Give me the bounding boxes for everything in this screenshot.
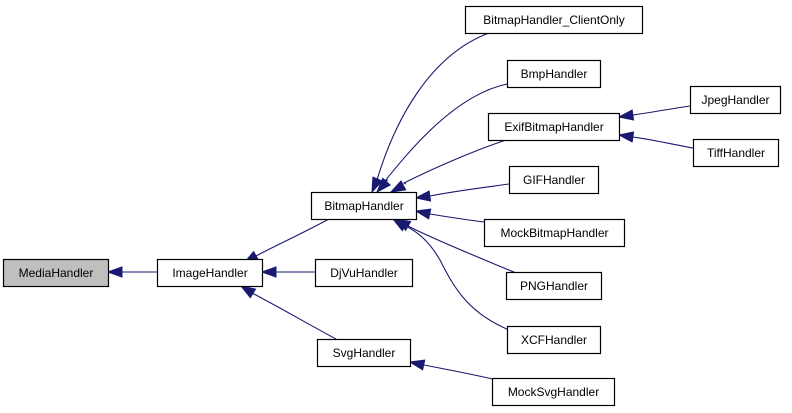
class-node-label: BitmapHandler_ClientOnly bbox=[483, 13, 624, 27]
class-node-tiffhandler[interactable]: TiffHandler bbox=[692, 138, 780, 168]
class-node-jpeghandler[interactable]: JpegHandler bbox=[689, 85, 782, 115]
class-node-exifbitmaphandler[interactable]: ExifBitmapHandler bbox=[487, 112, 621, 142]
class-node-box[interactable] bbox=[316, 338, 412, 368]
class-node-bmphandler[interactable]: BmpHandler bbox=[506, 59, 602, 89]
class-node-label: BmpHandler bbox=[521, 67, 588, 81]
inheritance-arrowhead-icon bbox=[375, 177, 392, 194]
edge-svghandler-to-imagehandler bbox=[239, 285, 337, 340]
edge-line bbox=[402, 139, 507, 185]
class-node-label: TiffHandler bbox=[707, 146, 765, 160]
inheritance-arrowhead-icon bbox=[106, 266, 123, 278]
class-node-djvuhandler[interactable]: DjVuHandler bbox=[314, 258, 414, 288]
inheritance-arrowhead-icon bbox=[414, 190, 432, 202]
class-node-label: XCFHandler bbox=[521, 333, 587, 347]
class-node-box[interactable] bbox=[310, 191, 418, 221]
class-node-box[interactable] bbox=[314, 258, 414, 288]
edge-line bbox=[253, 218, 330, 258]
edge-line bbox=[632, 105, 691, 116]
class-node-box[interactable] bbox=[464, 5, 644, 35]
edge-line bbox=[423, 364, 498, 381]
class-node-box bbox=[2, 258, 110, 288]
nodes-layer: MediaHandler ImageHandler BitmapHandlerDjV… bbox=[2, 5, 782, 407]
class-node-box[interactable] bbox=[508, 165, 600, 195]
edge-jpeghandler-to-exifbitmaphandler bbox=[617, 105, 691, 121]
class-node-label: ExifBitmapHandler bbox=[504, 120, 603, 134]
edge-line bbox=[429, 213, 485, 223]
class-node-box[interactable] bbox=[505, 271, 603, 301]
edge-line bbox=[251, 292, 337, 340]
class-node-box[interactable] bbox=[487, 112, 621, 142]
inheritance-arrowhead-icon bbox=[239, 285, 257, 299]
edge-djvuhandler-to-imagehandler bbox=[260, 266, 315, 278]
class-node-box[interactable] bbox=[156, 258, 264, 288]
inheritance-arrowhead-icon bbox=[617, 109, 635, 121]
inheritance-arrowhead-icon bbox=[260, 266, 277, 278]
edge-bitmaphandler_clientonly-to-bitmaphandler bbox=[371, 32, 490, 194]
class-node-mocksvghandler[interactable]: MockSvgHandler bbox=[491, 377, 616, 407]
edge-gifhandler-to-bitmaphandler bbox=[414, 183, 510, 202]
edge-line bbox=[403, 224, 515, 333]
edge-line bbox=[407, 225, 517, 274]
class-node-mediahandler: MediaHandler bbox=[2, 258, 110, 288]
edge-line bbox=[383, 83, 508, 183]
class-node-pnghandler[interactable]: PNGHandler bbox=[505, 271, 603, 301]
class-node-gifhandler[interactable]: GIFHandler bbox=[508, 165, 600, 195]
class-node-box[interactable] bbox=[692, 138, 780, 168]
edge-imagehandler-to-mediahandler bbox=[106, 266, 157, 278]
class-node-label: SvgHandler bbox=[333, 346, 396, 360]
class-node-bitmaphandler-clientonly[interactable]: BitmapHandler_ClientOnly bbox=[464, 5, 644, 35]
edge-xcfhandler-to-bitmaphandler bbox=[391, 218, 515, 333]
class-node-mockbitmaphandler[interactable]: MockBitmapHandler bbox=[483, 218, 626, 248]
class-node-label: DjVuHandler bbox=[330, 266, 398, 280]
edge-line bbox=[429, 183, 510, 197]
class-node-box[interactable] bbox=[689, 85, 782, 115]
edge-bitmaphandler-to-imagehandler bbox=[242, 218, 330, 264]
inheritance-arrowhead-icon bbox=[617, 131, 635, 143]
edge-mocksvghandler-to-svghandler bbox=[408, 359, 498, 381]
inheritance-arrowhead-icon bbox=[389, 180, 407, 193]
inheritance-arrowhead-icon bbox=[371, 176, 383, 194]
edge-mockbitmaphandler-to-bitmaphandler bbox=[414, 208, 485, 223]
class-node-bitmaphandler[interactable]: BitmapHandler bbox=[310, 191, 418, 221]
edge-bmphandler-to-bitmaphandler bbox=[375, 83, 508, 194]
class-node-box[interactable] bbox=[491, 377, 616, 407]
class-node-label: MockBitmapHandler bbox=[500, 226, 608, 240]
class-node-xcfhandler[interactable]: XCFHandler bbox=[506, 325, 602, 355]
class-node-label: BitmapHandler bbox=[324, 199, 403, 213]
inheritance-arrowhead-icon bbox=[408, 359, 426, 371]
class-node-label: GIFHandler bbox=[523, 173, 585, 187]
edge-exifbitmaphandler-to-bitmaphandler bbox=[389, 139, 507, 193]
class-node-imagehandler[interactable]: ImageHandler bbox=[156, 258, 264, 288]
inheritance-arrowhead-icon bbox=[414, 208, 432, 220]
class-node-svghandler[interactable]: SvgHandler bbox=[316, 338, 412, 368]
edge-line bbox=[376, 32, 490, 181]
class-node-box[interactable] bbox=[506, 59, 602, 89]
inheritance-arrowhead-icon bbox=[391, 218, 409, 232]
class-node-box[interactable] bbox=[506, 325, 602, 355]
class-node-label: MockSvgHandler bbox=[508, 385, 599, 399]
class-node-label: MediaHandler bbox=[19, 266, 94, 280]
class-node-label: JpegHandler bbox=[701, 93, 769, 107]
class-node-box[interactable] bbox=[483, 218, 626, 248]
class-node-label: PNGHandler bbox=[520, 279, 588, 293]
edge-tiffhandler-to-exifbitmaphandler bbox=[617, 131, 694, 149]
class-node-label: ImageHandler bbox=[172, 266, 247, 280]
edge-line bbox=[632, 136, 694, 149]
